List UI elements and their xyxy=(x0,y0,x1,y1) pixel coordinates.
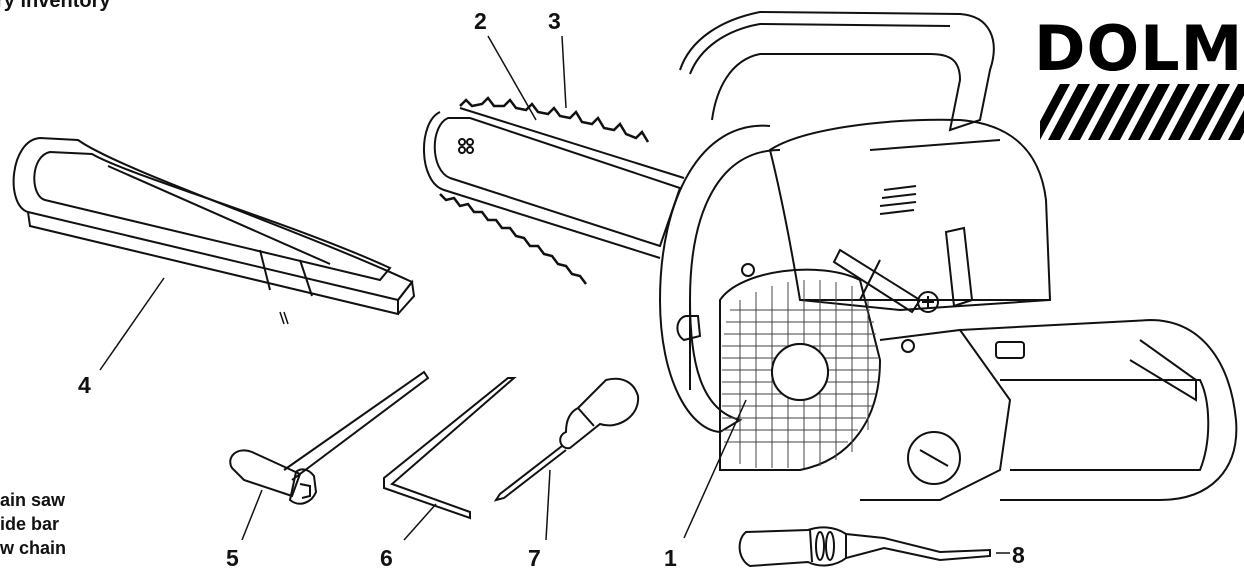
leader-line-1 xyxy=(683,399,747,539)
parts-list-item: ide bar xyxy=(0,514,60,534)
callout-8: 8 xyxy=(1012,542,1025,568)
screwdriver-icon xyxy=(493,377,640,502)
leader-line-4 xyxy=(99,277,165,371)
callout-3: 3 xyxy=(548,8,561,34)
callout-6: 6 xyxy=(380,545,393,571)
leader-line-3 xyxy=(561,35,567,109)
combination-wrench-icon xyxy=(229,370,430,505)
leader-line-6 xyxy=(403,503,437,541)
leader-line-7 xyxy=(545,469,551,541)
callout-2: 2 xyxy=(474,8,487,34)
parts-list-item: ain saw xyxy=(0,490,66,510)
leader-line-5 xyxy=(241,489,263,541)
file-handle-icon xyxy=(738,526,991,568)
hex-key-icon xyxy=(383,377,517,520)
section-heading: ry inventory xyxy=(0,0,111,12)
bar-cover-illustration xyxy=(12,136,416,325)
brand-logo: DOLM xyxy=(1034,12,1244,85)
guide-bar-illustration xyxy=(423,96,685,285)
callout-5: 5 xyxy=(226,545,239,571)
leader-line-2 xyxy=(487,35,537,121)
callout-4: 4 xyxy=(78,372,91,398)
stripes-logo-icon xyxy=(1040,84,1244,140)
callout-1: 1 xyxy=(664,545,677,571)
chainsaw-illustration xyxy=(658,10,1238,501)
parts-list-item: w chain xyxy=(0,538,67,558)
callout-7: 7 xyxy=(528,545,541,571)
